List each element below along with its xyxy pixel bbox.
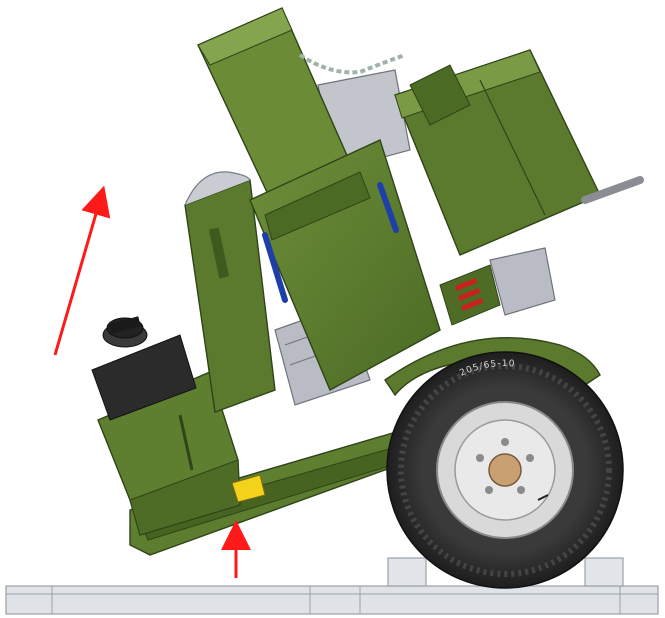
wheel-hub [488, 453, 522, 487]
warning-plate [231, 474, 266, 503]
hydraulic-cylinder-left [262, 232, 288, 303]
wheel-block-right [584, 557, 624, 587]
safety-chain-icon [298, 53, 406, 75]
ground-planks [5, 557, 659, 615]
wheel-fender [384, 336, 601, 397]
wheel-block-left [387, 557, 427, 587]
fuel-tank [91, 316, 197, 421]
red-reflector [439, 264, 501, 326]
hydraulic-cylinder-right [377, 182, 399, 233]
wheel: 205/65-10 [386, 351, 624, 589]
wood-chipper [91, 7, 644, 556]
hopper-handle [581, 176, 644, 204]
hydraulic-reservoir-cap [184, 171, 251, 206]
lift-arrow-icon [53, 185, 111, 356]
